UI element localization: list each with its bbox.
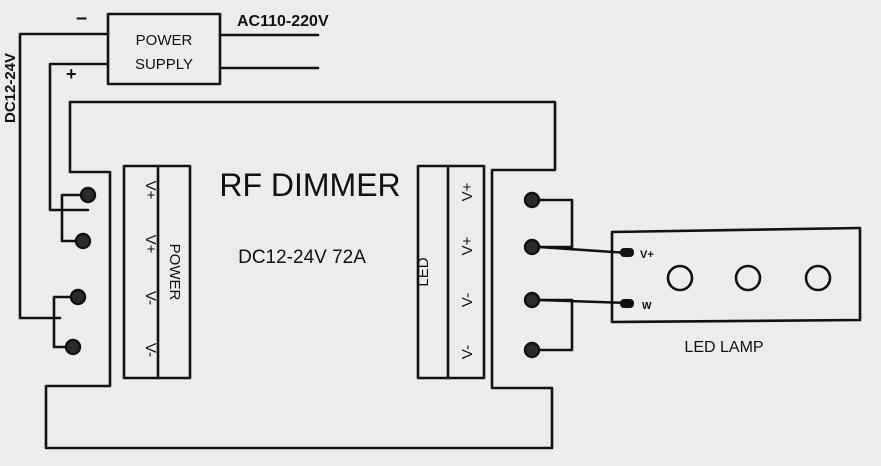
input-terminal-1 [79, 186, 97, 204]
output-wire-vplus [537, 245, 630, 255]
led-lamp-pin-vplus-pad [620, 248, 634, 257]
output-terminal-1 [523, 191, 541, 209]
dimmer-title: RF DIMMER [219, 167, 400, 203]
input-jumper-positive [60, 193, 83, 243]
dc-voltage-label: DC12-24V [2, 53, 19, 123]
input-jumper-negative [52, 295, 73, 349]
led-bulb-1 [666, 264, 694, 292]
led-lamp-pin-w-pad [620, 299, 634, 308]
led-pin-3: V- [459, 293, 476, 307]
led-lamp-label: LED LAMP [684, 339, 763, 356]
power-supply-label-line2: SUPPLY [135, 56, 193, 73]
power-pin-3: V- [142, 291, 159, 305]
power-pin-1: V+ [142, 181, 159, 200]
led-lamp-pin-vplus-label: V+ [640, 249, 654, 261]
led-bulb-2 [734, 264, 762, 292]
output-terminal-4 [523, 341, 541, 359]
led-pin-4: V- [459, 345, 476, 359]
input-terminal-4 [64, 338, 82, 356]
led-strip-label: LED [415, 257, 432, 286]
output-jumper-negative [537, 298, 574, 352]
dimmer-rating: DC12-24V 72A [238, 247, 366, 268]
led-lamp-body [610, 226, 862, 324]
led-pin-2: V+ [459, 236, 476, 255]
led-terminal-strip [416, 164, 486, 380]
dc-minus-sign: – [76, 7, 87, 29]
led-bulb-3 [804, 264, 832, 292]
power-supply-label-line1: POWER [136, 32, 193, 49]
led-pin-1: V+ [459, 182, 476, 201]
dc-plus-wire [48, 62, 110, 212]
input-terminal-2 [74, 232, 92, 250]
power-pin-4: V- [142, 343, 159, 357]
ac-voltage-label: AC110-220V [237, 13, 329, 30]
input-terminal-3 [69, 288, 87, 306]
power-supply-box [106, 12, 222, 86]
dc-plus-sign: + [66, 64, 77, 84]
dc-minus-wire [18, 32, 110, 320]
power-pin-2: V+ [142, 235, 159, 254]
output-terminal-3 [523, 291, 541, 309]
output-jumper-positive [537, 198, 574, 249]
power-strip-label: POWER [166, 244, 183, 301]
output-terminal-2 [523, 238, 541, 256]
led-lamp-pin-w-label: W [642, 301, 652, 312]
output-wire-w [537, 298, 630, 305]
dimmer-outline [44, 100, 557, 450]
